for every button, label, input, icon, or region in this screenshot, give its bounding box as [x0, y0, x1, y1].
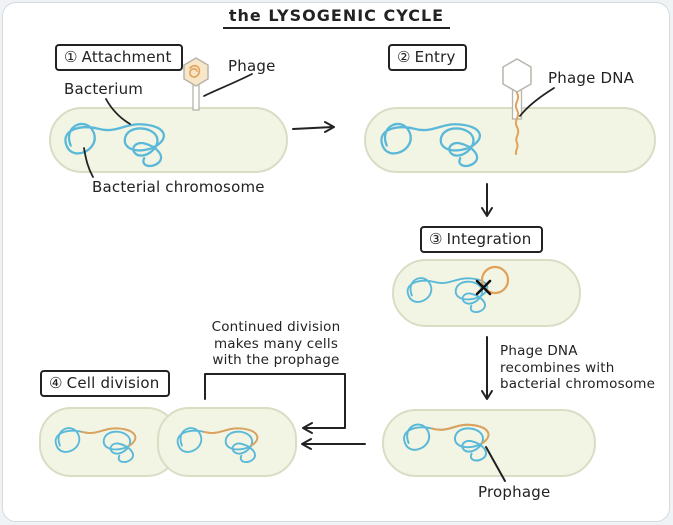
arrow-right-icon — [292, 121, 335, 133]
phage-dna-strand — [514, 92, 520, 155]
phage-dna-pointer-line — [519, 87, 555, 117]
prophage-pointer-line — [485, 446, 506, 482]
step-number: ③ — [429, 230, 443, 248]
step-number: ② — [397, 48, 411, 66]
recombination-note: Phage DNA recombines with bacterial chro… — [500, 343, 670, 393]
prophage-label: Prophage — [478, 483, 551, 501]
step-number: ① — [64, 48, 78, 66]
integration-x-mark — [475, 279, 492, 296]
continued-division-note: Continued division makes many cells with… — [182, 319, 370, 369]
note-line: makes many cells — [213, 335, 339, 352]
phage-dna-circle — [480, 265, 510, 295]
note-line: bacterial chromosome — [500, 376, 656, 392]
step-label: Integration — [446, 230, 532, 248]
page-title: the LYSOGENIC CYCLE — [222, 6, 451, 29]
bacterial-chromosome-label: Bacterial chromosome — [92, 178, 265, 196]
note-line: recombines with — [500, 359, 615, 376]
phage-icon — [183, 57, 209, 111]
dividing-cells — [39, 407, 297, 477]
bacterium-label: Bacterium — [64, 80, 144, 98]
bacterium-cell-attachment — [49, 107, 288, 173]
note-line: Continued division — [211, 319, 341, 335]
bacterial-chromosome-pointer-line — [83, 147, 94, 178]
bacterium-pointer-line — [105, 98, 131, 125]
note-line: Phage DNA — [500, 343, 578, 359]
note-line: with the prophage — [212, 352, 340, 368]
phage-entry-icon — [502, 58, 532, 155]
arrow-down-icon — [481, 336, 493, 400]
step-label: Attachment — [81, 48, 172, 66]
arrow-left-icon — [301, 438, 366, 450]
bacterium-cell-prophage — [382, 409, 596, 477]
bacterium-cell-entry — [364, 107, 656, 173]
phage-pointer-line — [203, 73, 253, 97]
phage-dna-label: Phage DNA — [548, 69, 635, 87]
step-label: Cell division — [66, 374, 160, 392]
phage-label: Phage — [228, 57, 276, 75]
arrow-down-icon — [481, 183, 493, 217]
continued-division-bracket-arrow — [204, 373, 346, 434]
step-number: ④ — [49, 374, 63, 392]
bacterium-cell-integration — [392, 259, 581, 327]
step-label: Entry — [414, 48, 456, 66]
title-row: the LYSOGENIC CYCLE — [0, 6, 673, 29]
